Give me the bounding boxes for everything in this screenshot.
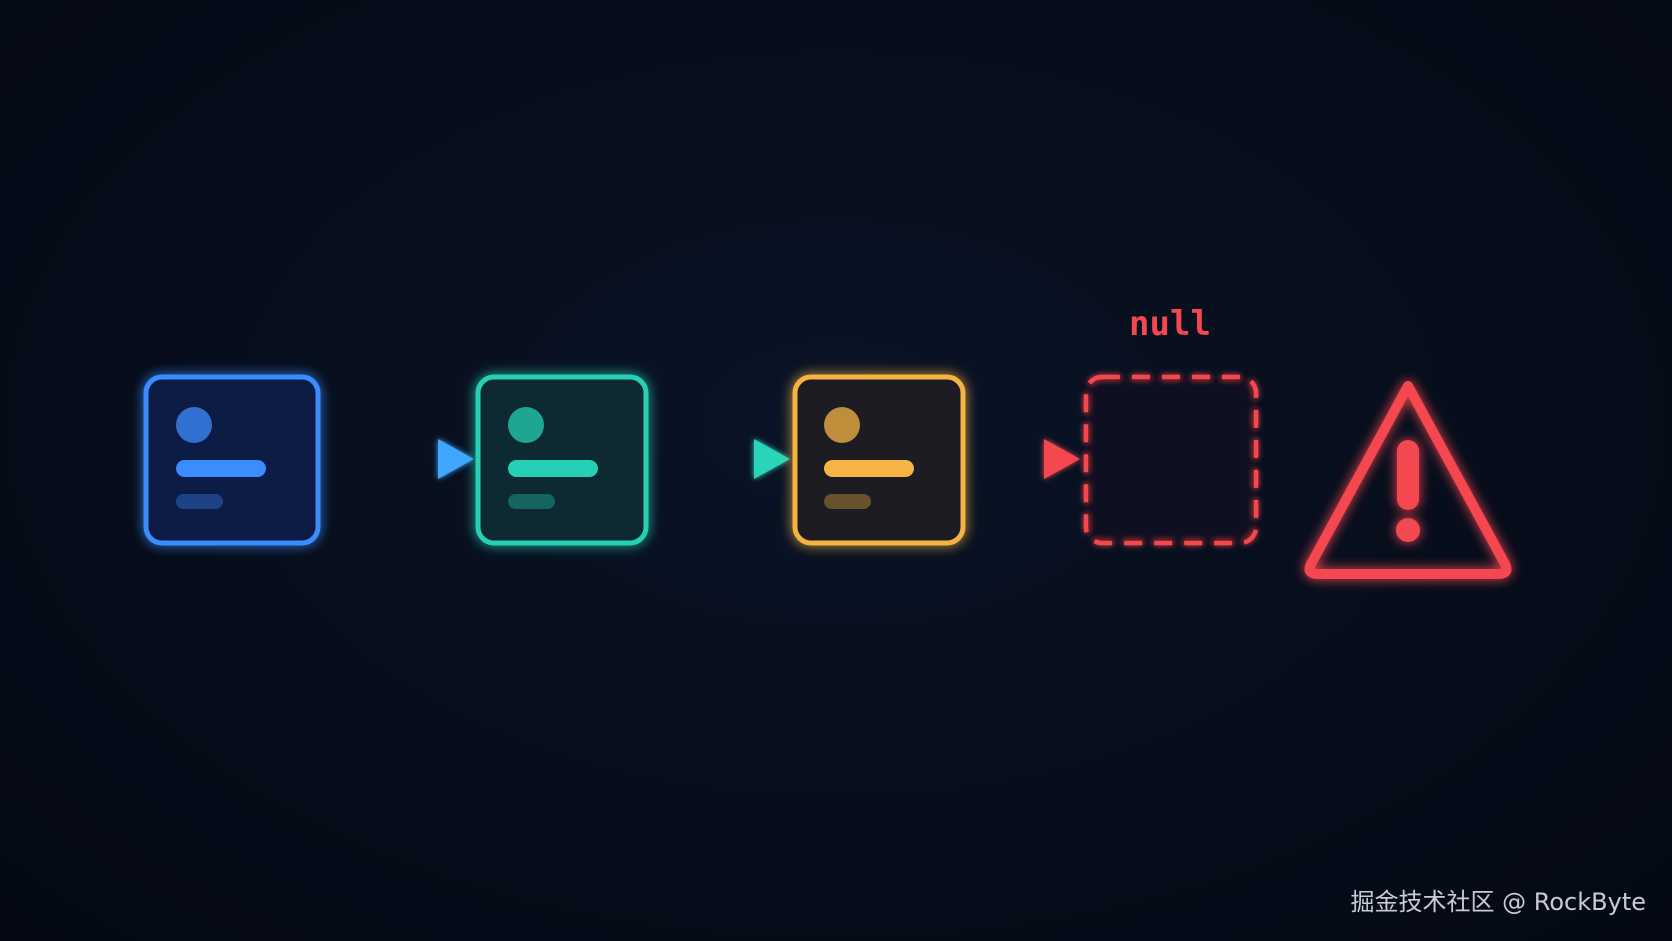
- watermark: 掘金技术社区 @ RockByte: [1350, 888, 1646, 916]
- null-label: null: [1129, 304, 1211, 344]
- arrow-node1-to-node2: [318, 439, 474, 479]
- node-1: [143, 374, 321, 546]
- arrow-node2-to-node3: [646, 439, 790, 479]
- node-2: [475, 374, 649, 546]
- node-3: [792, 374, 966, 546]
- arrow-node3-to-null: [963, 439, 1080, 479]
- warning-triangle-icon: [1304, 381, 1512, 579]
- null-node: [1083, 374, 1259, 546]
